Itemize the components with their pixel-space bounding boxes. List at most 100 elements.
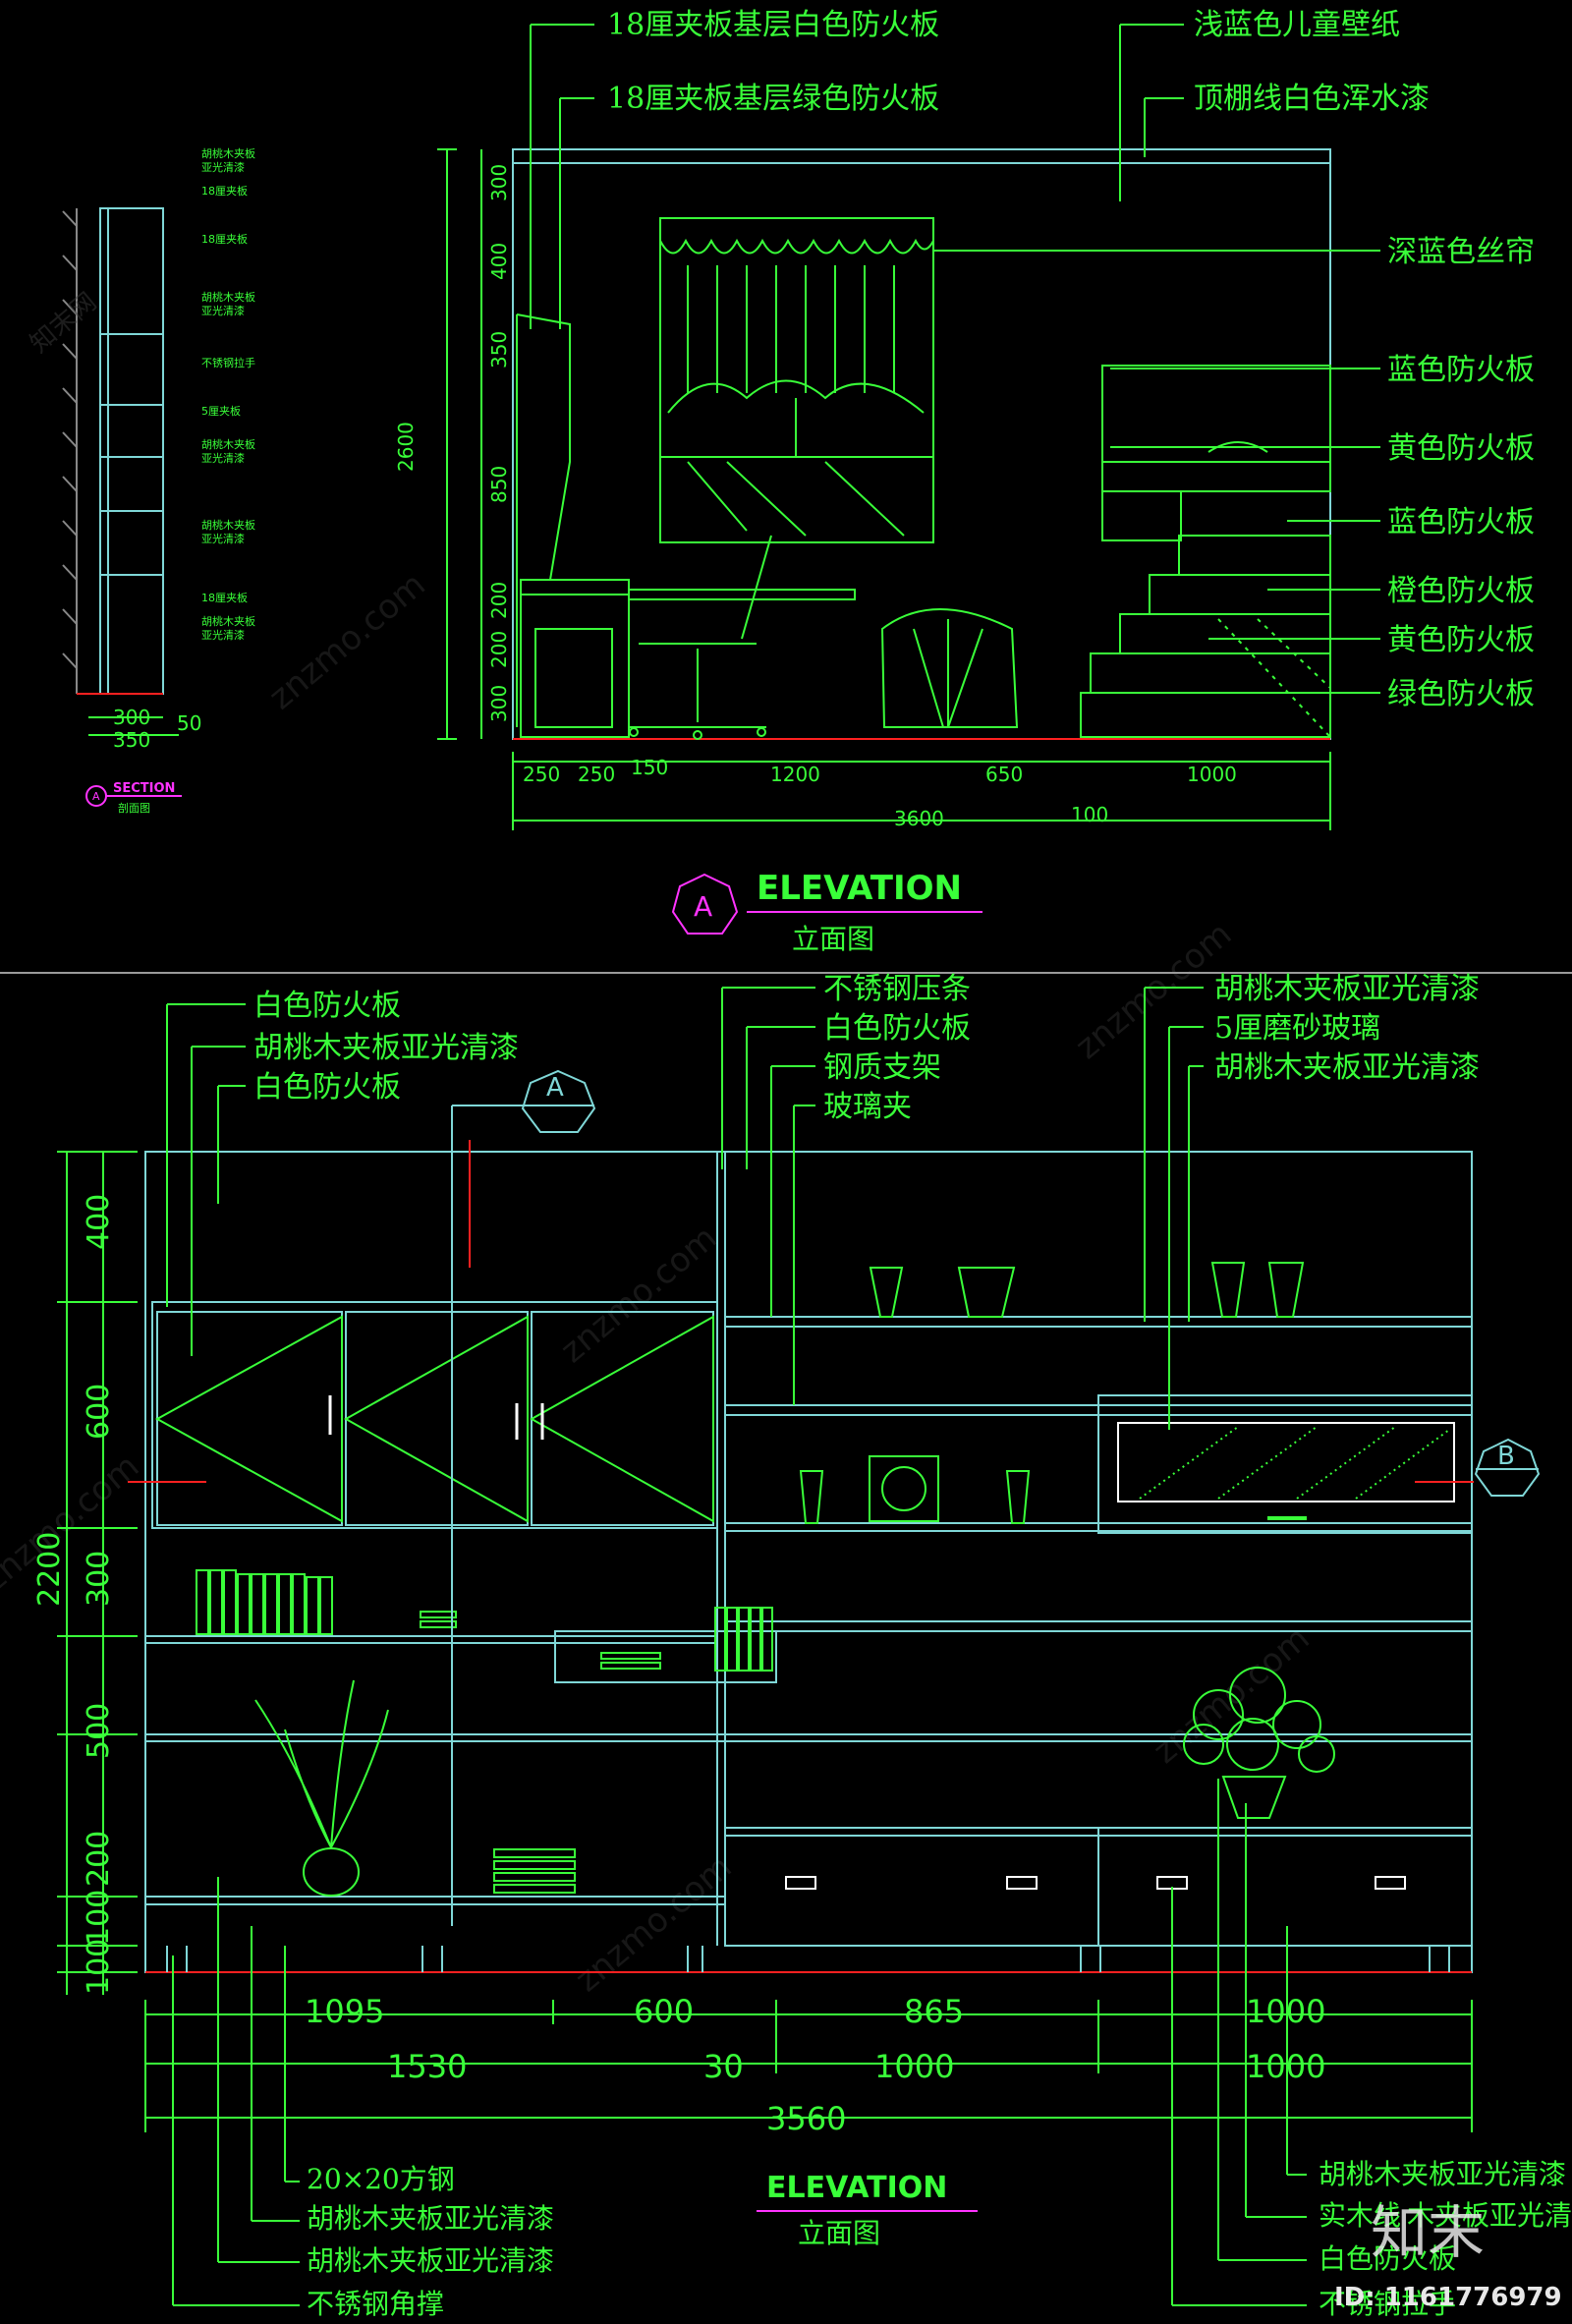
bottom-vdim-0: 400 [82,1194,116,1250]
bottom-label-tm-3: 玻璃夹 [823,1090,912,1124]
bottom-label-bl-3: 不锈钢角撑 [307,2288,444,2320]
section-label-0: 胡桃木夹板 [201,146,255,160]
section-label-14: 亚光清漆 [201,628,245,642]
top-hdim-1: 250 [578,763,615,786]
top-extra-dim: 100 [1071,803,1108,826]
bottom-label-tr-1: 5厘磨砂玻璃 [1214,1011,1380,1046]
top-total-width: 3600 [894,807,944,830]
bottom-label-tr-0: 胡桃木夹板亚光清漆 [1214,972,1480,1006]
top-vdim-1: 400 [487,243,511,280]
watermark-id: ID: 1161776979 [1334,2283,1562,2312]
section-subtitle: 剖面图 [118,801,150,815]
bottom-vdim-6: 100 [82,1939,116,1995]
top-vdim-4: 200 [487,582,511,619]
bunk-steps [1080,365,1331,738]
top-hdim-2: 150 [631,756,668,779]
watermark-logo: 知末 [1371,2199,1485,2266]
bottom-texts: 白色防火板 胡桃木夹板亚光清漆 白色防火板 不锈钢压条 白色防火板 钢质支架 玻… [32,972,1572,2320]
top-texts: 18厘夹板基层白色防火板 18厘夹板基层绿色防火板 浅蓝色儿童壁纸 顶棚线白色浑… [92,8,1535,955]
section-dim-1: 350 [113,728,150,752]
bottom-label-br-3: 白色防火板 [1319,2242,1456,2275]
bottom-row1-dim-3: 1000 [1246,1993,1325,2030]
bottom-vdim-2: 300 [82,1551,116,1607]
section-label-11: 亚光清漆 [201,532,245,545]
section-label-2: 18厘夹板 [201,184,248,198]
bottom-label-tr-2: 胡桃木夹板亚光清漆 [1214,1050,1480,1085]
top-elevation-title: ELEVATION [757,869,962,908]
top-label-right-3: 蓝色防火板 [1387,353,1535,387]
bottom-label-tl-2: 白色防火板 [253,1070,401,1105]
bottom-row1-dim-1: 600 [634,1993,694,2030]
bottom-label-br-2: 木夹板亚光清漆 [1407,2199,1572,2232]
watermark-site-cn: 知末网 [25,287,102,359]
top-label-right-2: 深蓝色丝帘 [1387,235,1535,269]
bottom-label-br-1: 实木线 [1319,2199,1401,2232]
office-chair [629,535,772,740]
bottom-row2-dim-1: 30 [703,2048,744,2085]
top-elevation-marker-letter: A [694,890,712,923]
section-label-3: 18厘夹板 [201,232,248,246]
section-label-8: 胡桃木夹板 [201,437,255,451]
top-label-left-0: 18厘夹板基层白色防火板 [607,8,939,42]
top-vdim-6: 300 [487,685,511,722]
bottom-label-tm-1: 白色防火板 [823,1011,971,1046]
marker-a-shape [521,1069,596,1133]
armchair [880,608,1019,728]
section-label-4: 胡桃木夹板 [201,290,255,304]
bottom-label-tl-1: 胡桃木夹板亚光清漆 [253,1031,519,1065]
top-label-left-1: 18厘夹板基层绿色防火板 [607,82,939,116]
section-dim-0: 300 [113,706,150,729]
watermark-site: znzmo.com [0,1446,146,1599]
bottom-label-tm-0: 不锈钢压条 [823,972,971,1006]
top-elevation [62,24,1380,935]
bottom-elevation-subtitle: 立面图 [798,2217,880,2249]
top-hdim-5: 1000 [1187,763,1237,786]
elevation-marker [671,873,739,935]
top-label-right-1: 顶棚线白色浑水漆 [1194,82,1430,116]
top-label-right-4: 黄色防火板 [1387,431,1535,466]
watermark-site: znzmo.com [261,565,432,717]
top-label-right-6: 橙色防火板 [1387,574,1535,608]
marker-a-letter: A [546,1073,564,1103]
bottom-row2-dim-2: 1000 [874,2048,954,2085]
bottom-row1-dim-2: 865 [904,1993,964,2030]
top-elevation-subtitle: 立面图 [792,923,874,955]
bottom-label-br-4: 不锈钢拉手 [1319,2288,1456,2320]
top-hdim-0: 250 [523,763,560,786]
bottom-row2-dim-0: 1530 [387,2048,467,2085]
section-label-1: 亚光清漆 [201,160,245,174]
bottom-row1-dim-0: 1095 [305,1993,384,2030]
bottom-vdim-5: 100 [82,1890,116,1946]
bottom-label-tl-0: 白色防火板 [253,989,401,1023]
room-outline [512,148,1331,740]
top-vdim-5: 200 [487,631,511,668]
top-label-right-0: 浅蓝色儿童壁纸 [1194,8,1400,42]
section-label-10: 胡桃木夹板 [201,518,255,532]
marker-b-shape [1474,1438,1541,1497]
section-drawing [62,207,179,736]
section-label-6: 不锈钢拉手 [201,356,255,369]
top-hdim-4: 650 [985,763,1023,786]
section-label-13: 胡桃木夹板 [201,614,255,628]
top-hdim-3: 1200 [770,763,820,786]
bottom-elevation [57,987,1541,2306]
top-total-height: 2600 [394,422,418,472]
marker-b-letter: B [1497,1442,1515,1471]
top-label-right-5: 蓝色防火板 [1387,505,1535,539]
section-title: SECTION [113,781,175,796]
bottom-total-height: 2200 [32,1532,67,1607]
bottom-vdim-1: 600 [82,1384,116,1440]
cabinet-outline [144,1151,1473,1973]
top-label-right-7: 黄色防火板 [1387,623,1535,657]
watermark-site: znzmo.com [553,1219,724,1371]
curtain [659,238,934,537]
bottom-total-width: 3560 [766,2100,846,2137]
window [659,217,934,543]
top-vdim-3: 850 [487,466,511,503]
top-label-right-8: 绿色防火板 [1387,677,1535,711]
section-label-12: 18厘夹板 [201,591,248,604]
bottom-vdim-3: 500 [82,1703,116,1759]
section-label-7: 5厘夹板 [201,404,241,418]
bottom-label-tm-2: 钢质支架 [823,1050,941,1085]
